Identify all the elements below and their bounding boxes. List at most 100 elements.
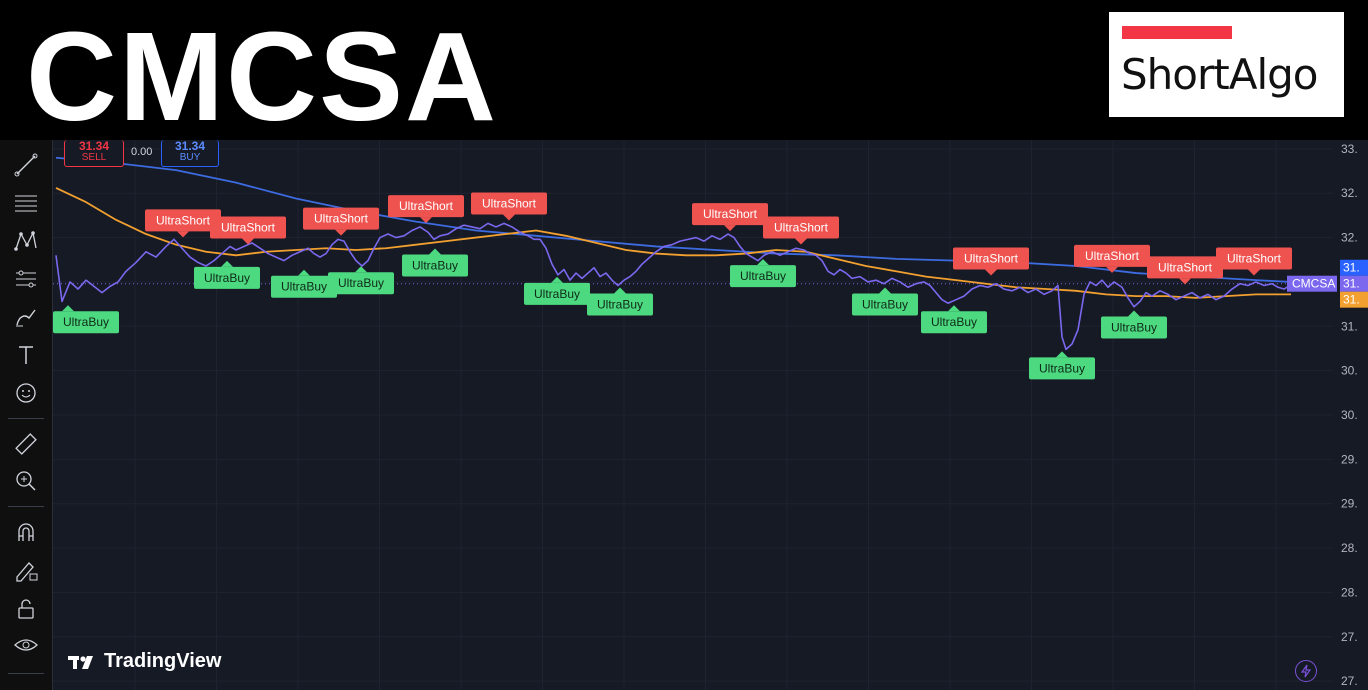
buy-price: 31.34: [174, 139, 206, 153]
ultrashort-marker: UltraShort: [692, 203, 768, 232]
tradingview-logo: TradingView: [68, 650, 221, 673]
pattern-icon[interactable]: [9, 226, 43, 256]
ultrabuy-marker: UltraBuy: [53, 305, 119, 334]
ultrashort-marker: UltraShort: [210, 216, 286, 245]
ultrabuy-label: UltraBuy: [597, 297, 643, 311]
price-chart[interactable]: 33. 32. 32. 31. 31. 30. 30. 29. 29. 28. 28. 27. 27. U…: [53, 140, 1368, 690]
ultrabuy-label: UltraBuy: [740, 269, 786, 283]
shortalgo-logo: ShortAlgo: [1109, 12, 1344, 117]
y-tick-label: 29.: [1341, 497, 1358, 511]
ultrashort-label: UltraShort: [482, 197, 537, 211]
ultrashort-marker: UltraShort: [763, 216, 839, 245]
ultrashort-label: UltraShort: [314, 212, 369, 226]
y-tick-label: 32.: [1341, 231, 1358, 245]
price-axis-label: 31.: [1343, 261, 1360, 275]
ultrashort-label: UltraShort: [156, 213, 211, 227]
ultrashort-label: UltraShort: [1085, 249, 1140, 263]
ultrashort-marker: UltraShort: [145, 209, 221, 238]
toolbar-divider: [8, 673, 44, 674]
price-axis-label: 31.: [1343, 293, 1360, 307]
eye-icon[interactable]: [9, 630, 43, 660]
price-axis-label: 31.: [1343, 277, 1360, 291]
magnet-icon[interactable]: [9, 517, 43, 547]
ultrabuy-label: UltraBuy: [412, 258, 458, 272]
logo-text: ShortAlgo: [1121, 50, 1318, 99]
ultrabuy-marker: UltraBuy: [730, 259, 796, 288]
ultrabuy-label: UltraBuy: [281, 280, 327, 294]
emoji-icon[interactable]: [9, 378, 43, 408]
sell-label: SELL: [81, 152, 107, 163]
ultrashort-marker: UltraShort: [1147, 256, 1223, 285]
ultrashort-marker: UltraShort: [303, 207, 379, 236]
ultrabuy-marker: UltraBuy: [852, 287, 918, 316]
ultrashort-marker: UltraShort: [953, 247, 1029, 276]
ultrashort-label: UltraShort: [774, 220, 829, 234]
chart-area[interactable]: 33. 32. 32. 31. 31. 30. 30. 29. 29. 28. 28. 27. 27. U…: [53, 140, 1368, 690]
ruler-icon[interactable]: [9, 429, 43, 459]
y-tick-label: 27.: [1341, 674, 1358, 688]
ultrabuy-marker: UltraBuy: [402, 248, 468, 277]
y-tick-label: 32.: [1341, 186, 1358, 200]
horizontal-lines-icon[interactable]: [9, 188, 43, 218]
ultrabuy-label: UltraBuy: [1111, 321, 1157, 335]
price-line: [55, 222, 1291, 351]
ultrashort-label: UltraShort: [1158, 260, 1213, 274]
ultrabuy-marker: UltraBuy: [524, 276, 590, 305]
logo-red-bar: [1122, 26, 1232, 39]
ultrabuy-label: UltraBuy: [1039, 361, 1085, 375]
text-icon[interactable]: [9, 340, 43, 370]
zoom-icon[interactable]: [9, 466, 43, 496]
symbol-tag: CMCSA: [1292, 277, 1335, 291]
y-tick-label: 28.: [1341, 585, 1358, 599]
fib-icon[interactable]: [9, 264, 43, 294]
unlock-icon[interactable]: [9, 594, 43, 624]
ultrabuy-marker: UltraBuy: [328, 266, 394, 295]
y-tick-label: 28.: [1341, 541, 1358, 555]
sell-button[interactable]: 31.34 SELL: [64, 140, 124, 167]
ultrabuy-marker: UltraBuy: [587, 287, 653, 316]
brush-icon[interactable]: [9, 302, 43, 332]
sell-price: 31.34: [78, 139, 110, 153]
y-tick-label: 29.: [1341, 452, 1358, 466]
y-tick-label: 30.: [1341, 408, 1358, 422]
toolbar-divider: [8, 418, 44, 419]
trend-line-icon[interactable]: [9, 150, 43, 180]
ultrabuy-marker: UltraBuy: [921, 305, 987, 334]
lock-drawings-icon[interactable]: [9, 555, 43, 585]
y-tick-label: 30.: [1341, 364, 1358, 378]
y-tick-label: 27.: [1341, 630, 1358, 644]
ultrabuy-label: UltraBuy: [338, 276, 384, 290]
ultrashort-label: UltraShort: [1227, 252, 1282, 266]
price-axis-label-bg: [1340, 259, 1368, 276]
price-axis-label-bg: [1340, 291, 1368, 308]
ma-slow-line: [55, 156, 1292, 283]
ma-fast-line: [55, 187, 1291, 299]
ultrashort-label: UltraShort: [399, 199, 454, 213]
toolbar-divider: [8, 506, 44, 507]
ticker-title: CMCSA: [26, 6, 498, 147]
ultrabuy-marker: UltraBuy: [271, 269, 337, 298]
ultrashort-marker: UltraShort: [388, 195, 464, 224]
ultrashort-marker: UltraShort: [471, 192, 547, 221]
tradingview-mark-icon: [68, 655, 93, 669]
tradingview-text: TradingView: [104, 650, 222, 672]
ultrabuy-label: UltraBuy: [63, 315, 109, 329]
spread-value: 0.00: [131, 146, 153, 158]
ultrabuy-marker: UltraBuy: [194, 260, 260, 289]
y-tick-label: 31.: [1341, 319, 1358, 333]
ultrabuy-label: UltraBuy: [862, 297, 908, 311]
ultrashort-label: UltraShort: [221, 220, 276, 234]
ultrashort-label: UltraShort: [964, 252, 1019, 266]
ultrashort-marker: UltraShort: [1216, 247, 1292, 276]
ultrashort-marker: UltraShort: [1074, 244, 1150, 273]
header-bar: CMCSA ShortAlgo: [0, 0, 1368, 140]
ultrabuy-marker: UltraBuy: [1101, 310, 1167, 339]
ultrabuy-label: UltraBuy: [204, 271, 250, 285]
price-axis-label-bg: [1340, 275, 1368, 292]
y-tick-label: 33.: [1341, 142, 1358, 156]
buy-label: BUY: [179, 152, 201, 163]
lightning-icon[interactable]: [1295, 660, 1317, 682]
buy-button[interactable]: 31.34 BUY: [161, 140, 219, 167]
ultrabuy-label: UltraBuy: [931, 315, 977, 329]
ultrabuy-marker: UltraBuy: [1029, 351, 1095, 380]
